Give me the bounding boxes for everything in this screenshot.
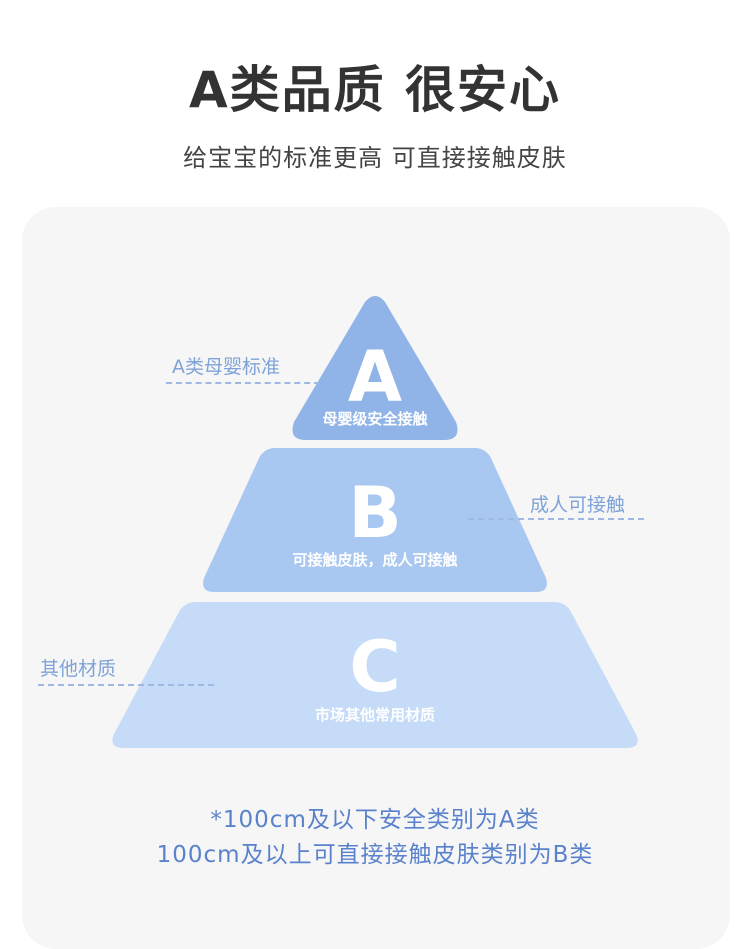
tier-c-shape <box>112 602 638 748</box>
page-title: A类品质 很安心 <box>188 61 562 119</box>
tier-a-caption: 母婴级安全接触 <box>322 410 428 428</box>
footnote-line-1: *100cm及以下安全类别为A类 <box>210 807 540 833</box>
tier-a-side-label: A类母婴标准 <box>172 356 280 378</box>
tier-a-letter: A <box>347 336 403 418</box>
footnote-line-2: 100cm及以上可直接接触皮肤类别为B类 <box>156 842 594 868</box>
tier-b-shape <box>203 448 547 592</box>
tier-b-side-label: 成人可接触 <box>530 494 626 516</box>
tier-c-caption: 市场其他常用材质 <box>314 706 435 724</box>
tier-c-leader-line <box>38 684 214 686</box>
tier-a-shape <box>292 296 458 440</box>
tier-a-leader-line <box>166 382 320 384</box>
page-subtitle: 给宝宝的标准更高 可直接接触皮肤 <box>183 144 567 172</box>
tier-c-side-label: 其他材质 <box>40 658 117 680</box>
tier-b-caption: 可接触皮肤，成人可接触 <box>292 551 458 569</box>
tier-b-leader-line <box>468 518 644 520</box>
tier-c-letter: C <box>349 626 401 708</box>
tier-b-letter: B <box>348 472 402 554</box>
